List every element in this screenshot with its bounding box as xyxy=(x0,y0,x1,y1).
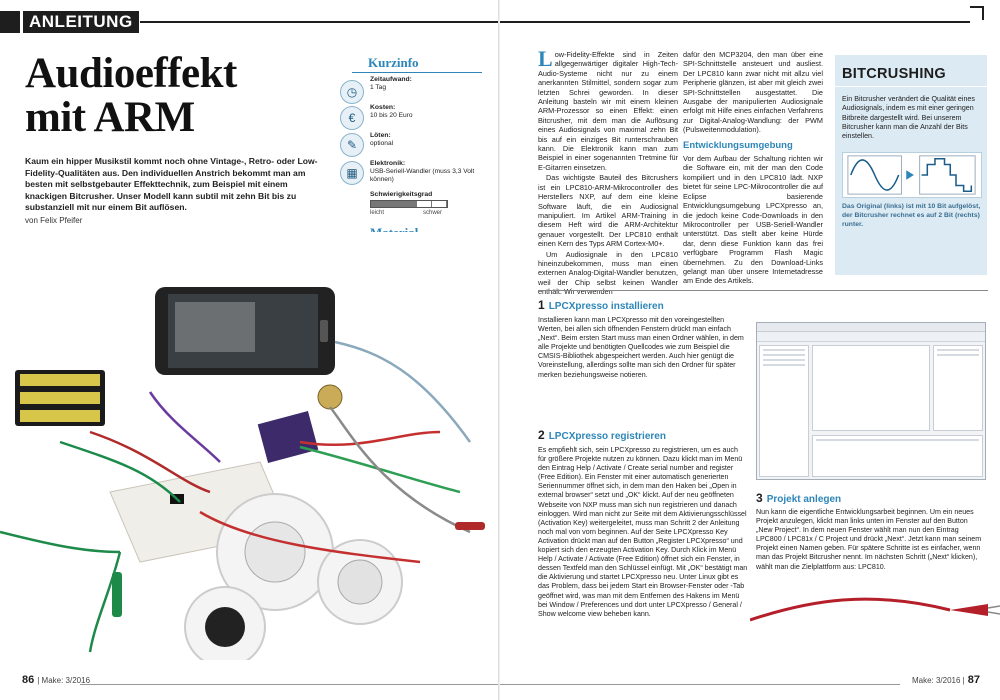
battery-pack xyxy=(15,370,105,426)
title-line-1: Audioeffekt xyxy=(25,50,237,97)
coin-icon: € xyxy=(340,106,364,130)
alligator-clip-green xyxy=(112,572,122,617)
left-page-number: 86| Make: 3/2016 xyxy=(22,674,91,686)
ide-project-explorer xyxy=(759,345,809,477)
arrow-right-icon xyxy=(906,170,914,180)
kurzinfo-item-soldering: Löten:optional xyxy=(370,132,394,147)
header-rule xyxy=(140,21,500,23)
infobox-title: BITCRUSHING xyxy=(842,66,946,82)
kurzinfo-item-electronics: Elektronik:USB-Seriell-Wandler (muss 3,3… xyxy=(370,160,475,183)
ide-editor-area xyxy=(812,345,930,431)
article-paragraph: dafür den MCP3204, den man über eine SPI… xyxy=(683,50,823,135)
perfboard xyxy=(257,410,319,464)
article-paragraph: Das wichtigste Bauteil des Bitcrushers i… xyxy=(538,173,678,249)
clip-jaw xyxy=(987,605,1000,615)
kurzinfo-item-cost: Kosten:10 bis 20 Euro xyxy=(370,104,413,119)
red-clip xyxy=(950,604,988,616)
article-lead: Kaum ein hipper Musikstil kommt noch ohn… xyxy=(25,156,318,212)
left-footer-rule xyxy=(80,684,500,685)
difficulty-label: Schwierigkeitsgrad xyxy=(370,191,433,198)
difficulty-segment xyxy=(386,201,402,207)
difficulty-high-label: schwer xyxy=(423,210,443,216)
soldering-iron-icon: ✎ xyxy=(340,133,364,157)
article-column-2: dafür den MCP3204, den man über eine SPI… xyxy=(683,50,823,287)
chip-icon: ▦ xyxy=(340,161,364,185)
difficulty-segment xyxy=(416,201,432,207)
smartphone xyxy=(155,287,335,375)
cables xyxy=(0,340,472,653)
dropcap: L xyxy=(538,46,553,71)
clock-icon: ◷ xyxy=(340,80,364,104)
step-2-text: Es empfiehlt sich, sein LPCXpresso zu re… xyxy=(538,446,748,618)
right-footer-rule xyxy=(500,684,900,685)
kurzinfo-rule xyxy=(352,72,482,73)
difficulty-meter xyxy=(370,200,448,208)
subheading-entwicklungsumgebung: Entwicklungsumgebung xyxy=(683,139,793,151)
waveform-comparison-figure xyxy=(842,152,982,198)
potentiometer xyxy=(317,384,343,410)
section-label: ANLEITUNG xyxy=(23,11,139,33)
title-line-2: mit ARM xyxy=(25,94,195,141)
stepped-wave xyxy=(921,157,973,193)
article-paragraph: Um Audiosignale in den LPC810 hineinzube… xyxy=(538,249,678,297)
circuit-photo xyxy=(0,232,498,660)
difficulty-segment xyxy=(371,201,387,207)
crushed-wave-panel xyxy=(919,155,976,195)
difficulty-segment xyxy=(401,201,417,207)
article-paragraph: Vor dem Aufbau der Schaltung richten wir… xyxy=(683,154,823,286)
step-1-text: Installieren kann man LPCXpresso mit den… xyxy=(538,316,744,379)
infobox-rule xyxy=(835,86,987,87)
kurzinfo-item-time: Zeitaufwand:1 Tag xyxy=(370,76,412,91)
infobox-text: Ein Bitcrusher verändert die Qualität ei… xyxy=(842,95,975,141)
difficulty-low-label: leicht xyxy=(370,210,385,216)
corner-mark xyxy=(970,6,984,20)
ide-menubar xyxy=(757,323,985,332)
alligator-clip-photo xyxy=(750,597,1000,622)
lpcxpresso-screenshot xyxy=(756,322,986,480)
article-title: Audioeffekt mit ARM xyxy=(25,52,237,140)
right-page-number: Make: 3/2016 |87 xyxy=(911,674,980,686)
ide-console-view xyxy=(812,435,983,477)
alligator-clip-red xyxy=(455,522,485,530)
red-cable xyxy=(750,597,951,622)
section-label-bar xyxy=(0,11,20,33)
ide-outline-view xyxy=(933,345,983,431)
ide-toolbar xyxy=(757,332,985,342)
difficulty-segment xyxy=(431,201,448,207)
right-header-rule xyxy=(500,21,970,23)
sine-wave xyxy=(850,159,900,191)
author-byline: von Felix Pfeifer xyxy=(25,216,83,225)
steps-divider xyxy=(538,290,988,291)
kurzinfo-heading: Kurzinfo xyxy=(368,55,419,70)
left-page: ANLEITUNG Audioeffekt mit ARM Kaum ein h… xyxy=(0,0,500,700)
infobox-caption: Das Original (links) ist mit 10 Bit aufg… xyxy=(842,203,981,228)
step-3-text: Nun kann die eigentliche Entwicklungsarb… xyxy=(756,508,982,571)
